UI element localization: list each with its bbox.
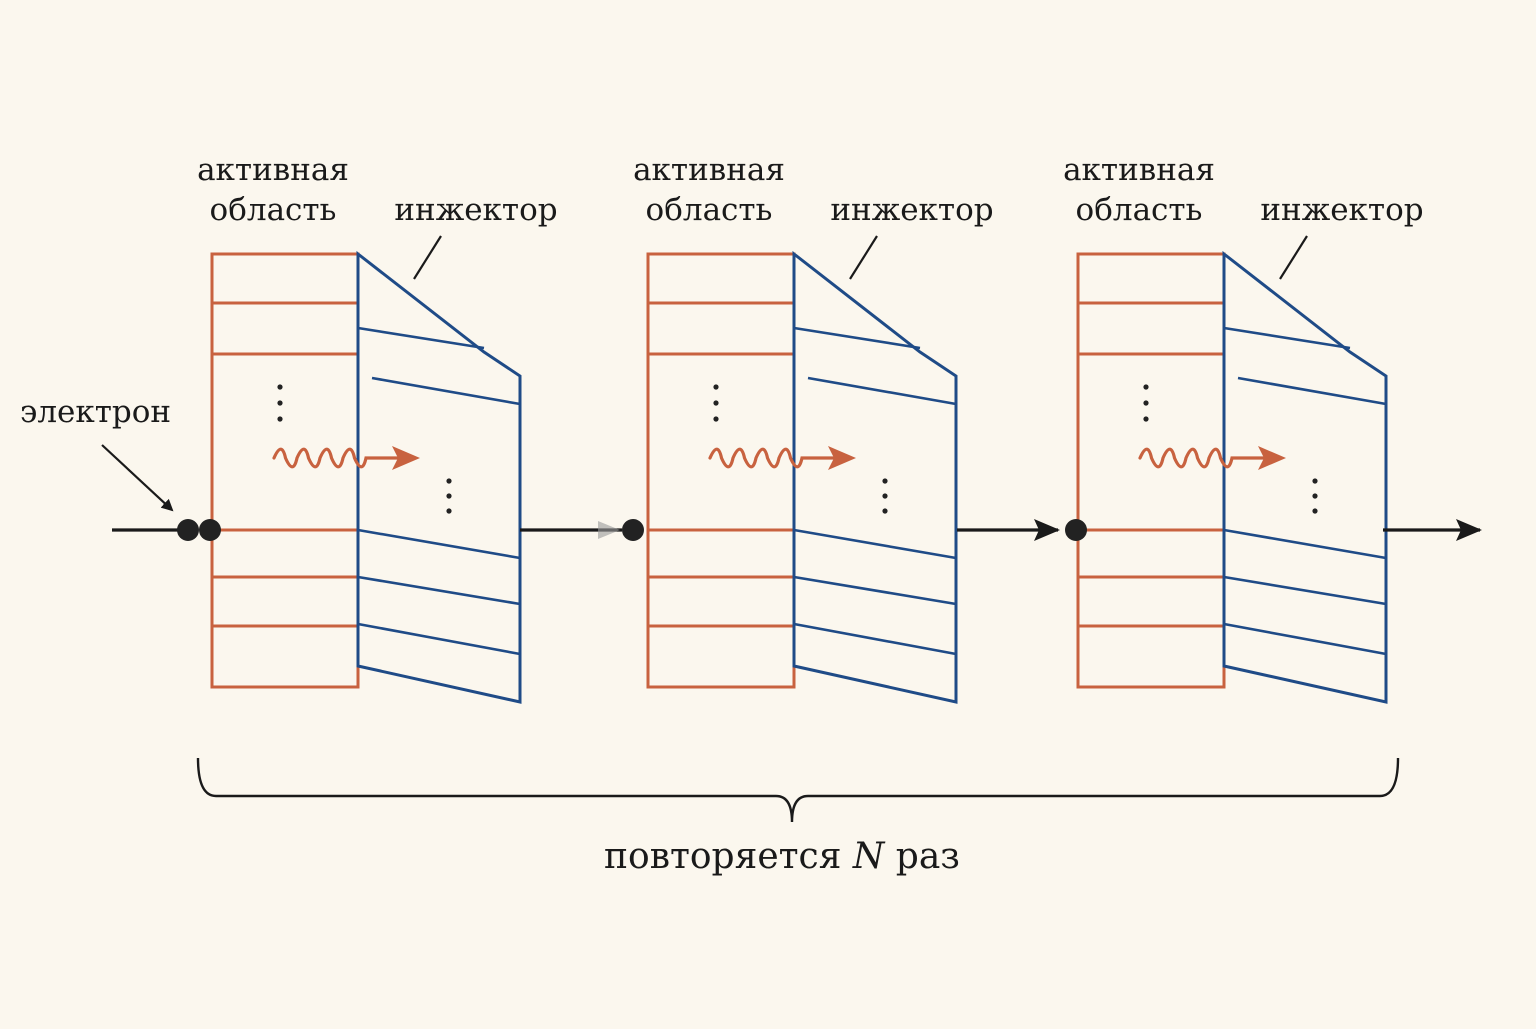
injector-pointer-line <box>849 235 878 280</box>
active-region-box <box>646 252 796 689</box>
active-ellipsis-dot-1 <box>1143 384 1149 390</box>
repeat-label-suffix: раз <box>884 836 960 877</box>
active-region-label-line2: область <box>210 192 337 228</box>
injector-level-4 <box>793 575 957 606</box>
active-ellipsis-dot-2 <box>713 400 719 406</box>
injector-ellipsis-dot-2 <box>1312 493 1318 499</box>
photon-arrowhead <box>1258 446 1286 470</box>
active-ellipsis-dot-2 <box>277 400 283 406</box>
injector-ellipsis-dot-3 <box>446 508 452 514</box>
stage-3: активная область инжектор <box>1063 152 1424 704</box>
active-region-box <box>1076 252 1226 689</box>
photon-arrowhead <box>392 446 420 470</box>
active-region-label-line1: активная <box>633 152 785 188</box>
injector-box <box>792 250 958 704</box>
repeat-label-n: N <box>852 836 886 877</box>
active-region-box <box>210 252 360 689</box>
injector-level-1 <box>1223 326 1351 350</box>
injector-level-2 <box>807 376 957 406</box>
injector-ellipsis-dot-3 <box>882 508 888 514</box>
photon-arrowhead <box>828 446 856 470</box>
injector-label: инжектор <box>1260 192 1423 228</box>
injector-level-4 <box>357 575 521 606</box>
stage-2: активная область инжектор <box>633 152 994 704</box>
injector-level-3 <box>1223 528 1387 560</box>
photon-wave <box>708 447 838 469</box>
active-ellipsis-dot-1 <box>713 384 719 390</box>
injector-pointer-line <box>413 235 442 280</box>
injector-level-3 <box>793 528 957 560</box>
active-ellipsis-dot-1 <box>277 384 283 390</box>
injector-level-5 <box>357 622 521 656</box>
injector-box <box>356 250 522 704</box>
injector-ellipsis-dot-2 <box>446 493 452 499</box>
active-ellipsis-dot-3 <box>713 416 719 422</box>
faint-arrow-tip <box>598 521 620 539</box>
injector-level-2 <box>371 376 521 406</box>
injector-level-5 <box>1223 622 1387 656</box>
active-region-label-line2: область <box>1076 192 1203 228</box>
electron-pointer-arrow <box>101 444 174 512</box>
injector-box <box>1222 250 1388 704</box>
active-ellipsis-dot-3 <box>1143 416 1149 422</box>
injector-pointer-line <box>1279 235 1308 280</box>
injector-ellipsis-dot-1 <box>446 478 452 484</box>
photon-wave <box>1138 447 1268 469</box>
repeat-brace <box>196 757 1400 823</box>
active-ellipsis-dot-2 <box>1143 400 1149 406</box>
repeat-label: повторяется N раз <box>604 836 960 877</box>
repeat-label-prefix: повторяется <box>604 836 853 877</box>
injector-label: инжектор <box>830 192 993 228</box>
stages-group: активная область инжектор активная область ин… <box>197 152 1424 704</box>
injector-level-2 <box>1237 376 1387 406</box>
active-region-label-line2: область <box>646 192 773 228</box>
injector-level-4 <box>1223 575 1387 606</box>
injector-ellipsis-dot-3 <box>1312 508 1318 514</box>
electron-label: электрон <box>20 394 171 430</box>
injector-level-1 <box>793 326 921 350</box>
injector-level-3 <box>357 528 521 560</box>
electron-dot-3 <box>1065 519 1087 541</box>
injector-ellipsis-dot-2 <box>882 493 888 499</box>
injector-label: инжектор <box>394 192 557 228</box>
photon-wave <box>272 447 402 469</box>
electron-dot-2 <box>622 519 644 541</box>
electron-dot-1a <box>177 519 199 541</box>
injector-ellipsis-dot-1 <box>882 478 888 484</box>
injector-ellipsis-dot-1 <box>1312 478 1318 484</box>
stage-1: активная область инжектор <box>197 152 558 704</box>
electron-dot-1b <box>199 519 221 541</box>
injector-level-5 <box>793 622 957 656</box>
active-region-label-line1: активная <box>1063 152 1215 188</box>
active-region-label-line1: активная <box>197 152 349 188</box>
active-ellipsis-dot-3 <box>277 416 283 422</box>
injector-level-1 <box>357 326 485 350</box>
